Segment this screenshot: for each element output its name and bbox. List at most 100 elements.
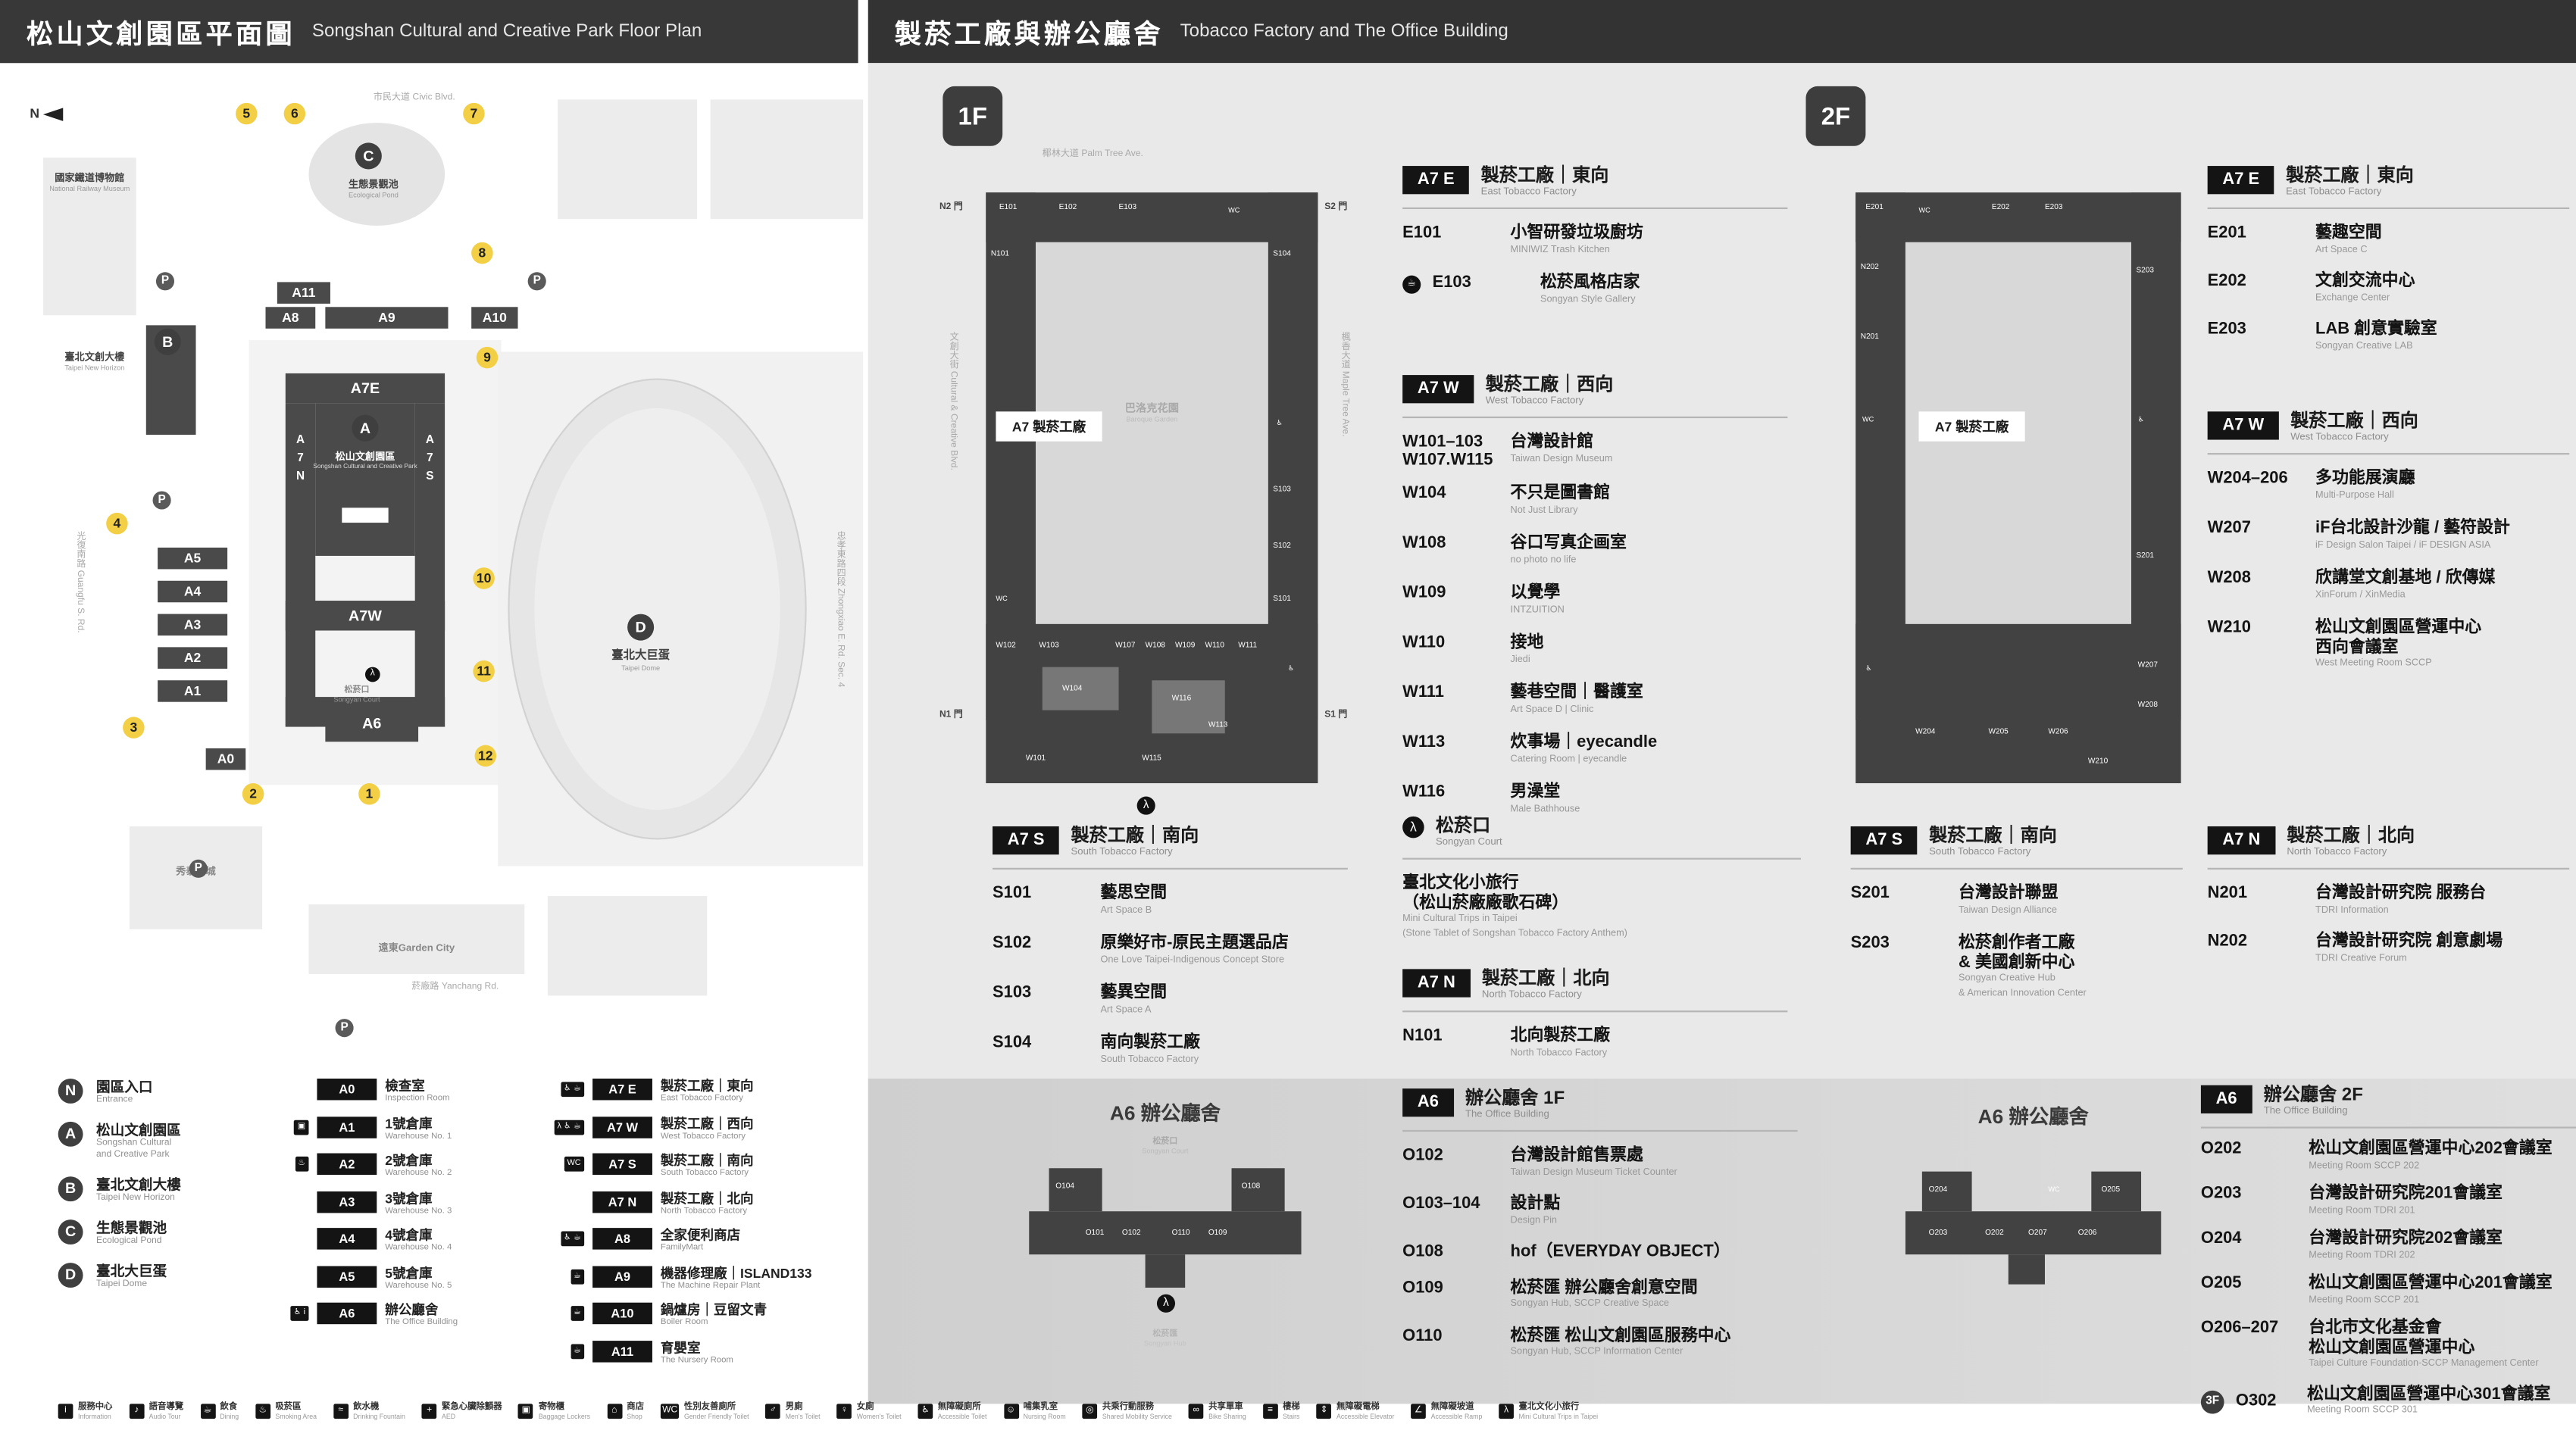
map-entrance-7: 7 bbox=[463, 102, 485, 125]
a6-1f-room-label: O102 bbox=[1121, 1228, 1141, 1237]
walking-icon: λ bbox=[1402, 816, 1424, 838]
a6-plan-title: A6 辦公廳舍 bbox=[1109, 1101, 1221, 1126]
room-code: N202 bbox=[2207, 932, 2248, 951]
plan2-room-label: N202 bbox=[1860, 262, 1879, 271]
building-a2: A2 bbox=[158, 647, 228, 669]
building-code-badge: A7 E bbox=[592, 1078, 652, 1101]
room-code: N101 bbox=[1402, 1027, 1443, 1046]
gate-s1: S1 門 bbox=[1324, 710, 1348, 720]
plan1-room-label: E101 bbox=[999, 202, 1018, 211]
north-block-1 bbox=[558, 99, 698, 220]
facility-icon: ▣ bbox=[518, 1404, 534, 1419]
building-code-badge: A4 bbox=[317, 1228, 377, 1250]
section-badge: A6 bbox=[2200, 1085, 2252, 1113]
marker-c: C bbox=[355, 142, 382, 170]
a6-plan-title: A6 辦公廳舍 bbox=[1977, 1105, 2089, 1129]
accessible-icon: ♿ bbox=[2137, 414, 2144, 423]
north-arrow-icon: N bbox=[30, 106, 63, 121]
room-code: W116 bbox=[1402, 783, 1446, 802]
a6-1f-room-label: O109 bbox=[1208, 1228, 1227, 1237]
parking-icon: P bbox=[189, 859, 208, 878]
plan2-room-label: W205 bbox=[1988, 726, 2009, 735]
facility-icon: ∞ bbox=[1188, 1404, 1204, 1419]
plan1-room-label: W101 bbox=[1025, 753, 1046, 762]
building-code-badge: A11 bbox=[592, 1340, 652, 1362]
building-code-badge: A8 bbox=[592, 1228, 652, 1250]
a6-1f-room-label: O104 bbox=[1055, 1181, 1074, 1190]
plan2-room-label: W208 bbox=[2137, 700, 2158, 709]
building-a7n-wing bbox=[285, 403, 316, 727]
parking-icon: P bbox=[155, 272, 175, 291]
building-a7s-wing bbox=[414, 403, 445, 727]
section-badge: A7 W bbox=[1402, 375, 1474, 404]
legend-marker-circle: N bbox=[58, 1078, 83, 1104]
plan1-road-left: 文創大街 Cultural & Creative Blvd. bbox=[947, 332, 958, 470]
a6-1f-room-label: O110 bbox=[1171, 1228, 1190, 1237]
room-code: E201 bbox=[2207, 223, 2246, 242]
a7-center-label: 松山文創園區 Songshan Cultural and Creative Pa… bbox=[313, 453, 417, 470]
plan1-road-right: 楓香大道 Maple Tree Ave. bbox=[1339, 332, 1350, 437]
parking-icon: P bbox=[335, 1019, 354, 1038]
header-right: 製菸工廠與辦公廳舍 Tobacco Factory and The Office… bbox=[868, 0, 2576, 64]
plan1-road-top: 椰林大道 Palm Tree Ave. bbox=[1042, 149, 1143, 160]
plan1-room-label: W110 bbox=[1205, 640, 1225, 649]
building-a10: A10 bbox=[471, 307, 518, 329]
restroom-icon: WC bbox=[1228, 205, 1240, 214]
room-code: W208 bbox=[2207, 569, 2251, 588]
plan2-room-label: W207 bbox=[2137, 660, 2158, 669]
building-a7e: A7E bbox=[285, 373, 445, 404]
building-a4: A4 bbox=[158, 580, 228, 603]
gate-s2: S2 門 bbox=[1324, 202, 1348, 213]
building-code-badge: A1 bbox=[317, 1116, 377, 1138]
map-entrance-6: 6 bbox=[283, 102, 306, 125]
restroom-icon: WC bbox=[1862, 414, 1874, 423]
facility-icon: ☺ bbox=[1003, 1404, 1019, 1419]
facility-icon: λ bbox=[1499, 1404, 1514, 1419]
facility-icon: ♀ bbox=[836, 1404, 852, 1419]
section-badge: A7 N bbox=[1402, 969, 1471, 998]
